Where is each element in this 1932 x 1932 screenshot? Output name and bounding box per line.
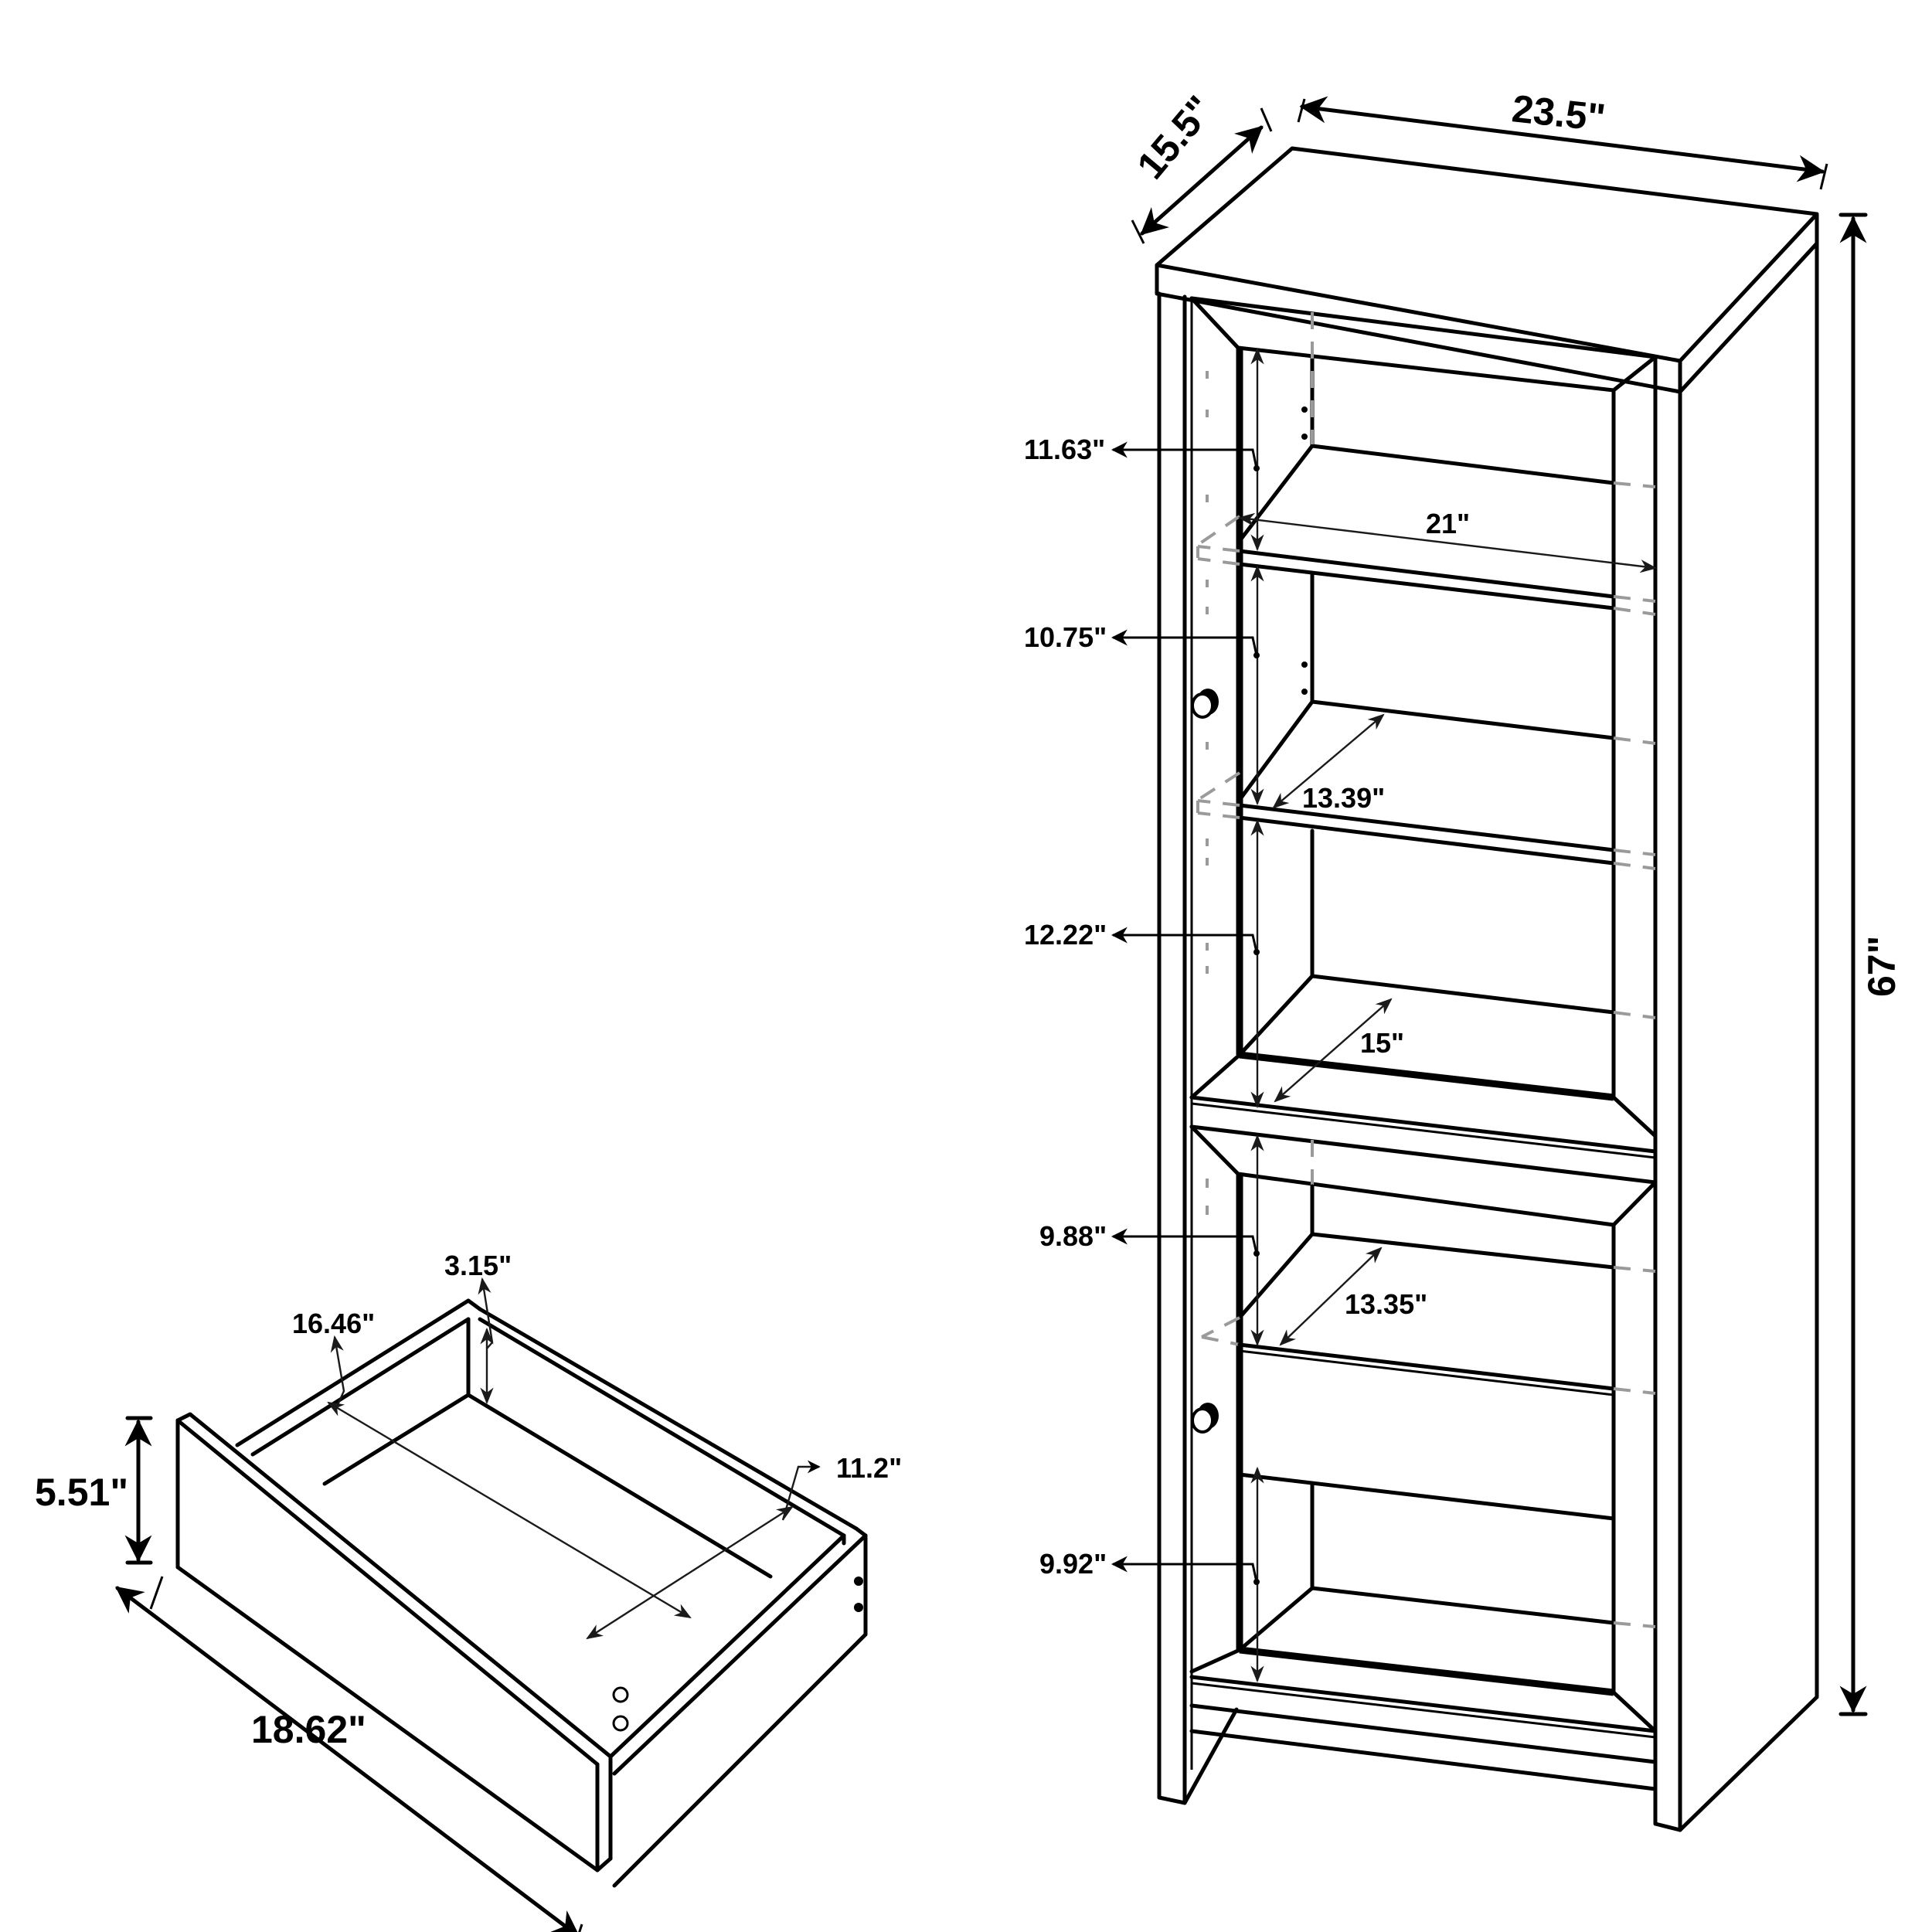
drawer-drawing: 5.51" 18.62" 16.46" 11.2" 3.15"	[35, 1250, 902, 1932]
leader-10-75: 10.75"	[1024, 621, 1260, 658]
label-drawer-interior-height: 3.15"	[444, 1250, 512, 1281]
cabinet-left-side	[1157, 291, 1239, 1805]
label-shelf-height-2: 10.75"	[1024, 621, 1107, 653]
drawer-front	[175, 1412, 613, 1872]
cabinet-right-side	[1653, 241, 1819, 1832]
dim-drawer-interior-height: 3.15"	[444, 1250, 512, 1405]
door-knob-lower	[1191, 1403, 1219, 1434]
dim-drawer-width: 18.62"	[115, 1576, 583, 1932]
label-lower-shelf-depth: 13.35"	[1345, 1288, 1427, 1320]
door-knob-upper	[1191, 689, 1219, 719]
label-shelf-height-1: 11.63"	[1024, 434, 1105, 465]
dim-interior-width: 21"	[1237, 508, 1658, 573]
leader-9-92: 9.92"	[1039, 1548, 1260, 1585]
upper-interior	[1196, 312, 1656, 1057]
label-drawer-interior-depth: 11.2"	[836, 1452, 902, 1484]
label-drawer-width: 18.62"	[251, 1708, 366, 1751]
dim-drawer-interior-depth: 11.2"	[586, 1452, 902, 1640]
cabinet-top	[1155, 146, 1819, 394]
leader-11-63: 11.63"	[1024, 434, 1260, 471]
leader-12-22: 12.22"	[1024, 919, 1260, 955]
dim-bottom-upper-depth: 15"	[1274, 998, 1404, 1103]
label-shelf-height-4: 9.88"	[1039, 1220, 1107, 1252]
left-pin-holes	[1206, 371, 1209, 974]
label-interior-width: 21"	[1426, 508, 1470, 539]
dim-drawer-interior-length: 16.46"	[292, 1308, 692, 1619]
dim-drawer-height: 5.51"	[35, 1416, 153, 1565]
label-shelf-height-3: 12.22"	[1024, 919, 1107, 951]
label-drawer-height: 5.51"	[35, 1471, 128, 1514]
drawer-box	[235, 1298, 868, 1888]
cabinet-drawing: 15.5" 23.5" 67" 21"	[1024, 87, 1903, 1832]
dim-height: 67"	[1838, 213, 1903, 1716]
label-depth: 15.5"	[1129, 87, 1223, 187]
dim-upper-shelf-depth: 13.39"	[1272, 713, 1385, 814]
label-height: 67"	[1860, 936, 1903, 997]
label-bottom-upper-depth: 15"	[1360, 1027, 1404, 1059]
label-shelf-height-5: 9.92"	[1039, 1548, 1107, 1580]
dim-width: 23.5"	[1297, 87, 1828, 190]
dim-depth: 15.5"	[1129, 87, 1273, 244]
upper-door-frame	[1189, 296, 1658, 1185]
label-upper-shelf-depth: 13.39"	[1302, 782, 1385, 814]
lower-door-frame	[1182, 1124, 1658, 1791]
leader-9-88: 9.88"	[1039, 1220, 1260, 1257]
dim-lower-shelf-depth: 13.35"	[1279, 1247, 1427, 1346]
label-drawer-interior-length: 16.46"	[292, 1308, 375, 1339]
label-width: 23.5"	[1510, 87, 1607, 139]
